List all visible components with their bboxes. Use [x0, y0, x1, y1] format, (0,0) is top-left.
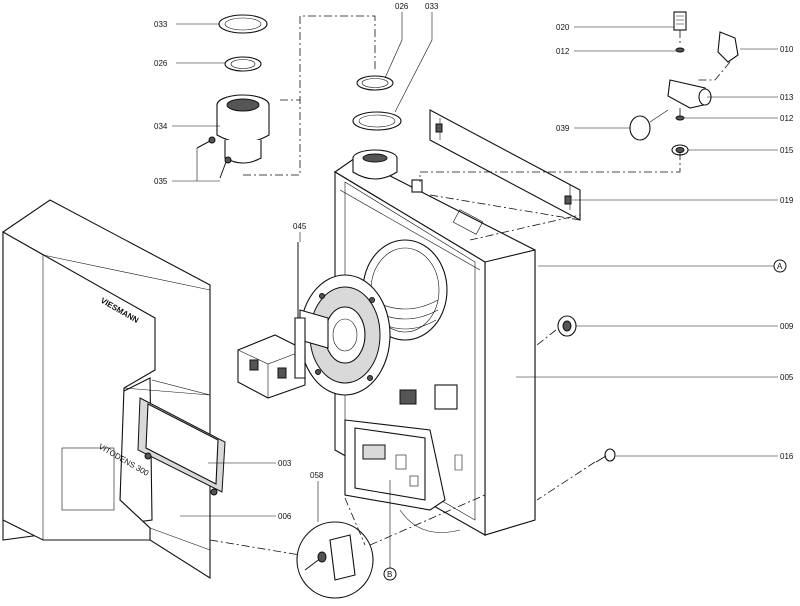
leader-lines — [172, 12, 778, 568]
flue-adapter — [196, 14, 270, 179]
label-026-centre: 026 — [395, 2, 409, 11]
label-010: 010 — [780, 45, 794, 54]
label-012-top: 012 — [556, 47, 570, 56]
label-013: 013 — [780, 93, 794, 102]
small-fittings — [557, 315, 616, 463]
part-labels: 033 026 034 035 026 033 020 012 010 013 … — [154, 2, 794, 579]
label-006: 006 — [278, 512, 292, 521]
label-026-left: 026 — [154, 59, 168, 68]
label-033-centre: 033 — [425, 2, 439, 11]
label-003: 003 — [278, 459, 292, 468]
label-034: 034 — [154, 122, 168, 131]
label-009: 009 — [780, 322, 794, 331]
label-045: 045 — [293, 222, 307, 231]
label-039: 039 — [556, 124, 570, 133]
inset-058 — [296, 521, 374, 599]
label-A: A — [777, 262, 783, 271]
gas-valve — [237, 242, 306, 399]
label-019: 019 — [780, 196, 794, 205]
boiler-housing — [333, 149, 536, 536]
assembly-paths — [209, 15, 731, 556]
label-005: 005 — [780, 373, 794, 382]
label-058: 058 — [310, 471, 324, 480]
label-B: B — [387, 570, 392, 579]
back-plate — [429, 109, 581, 221]
display-panel — [137, 397, 226, 496]
label-015: 015 — [780, 146, 794, 155]
front-cover: VIESMANN VITODENS 300 — [2, 199, 211, 579]
burner-assembly — [299, 274, 391, 396]
safety-valve-group — [629, 11, 739, 156]
flue-seals — [352, 75, 402, 131]
label-012-bottom: 012 — [780, 114, 794, 123]
label-033-left: 033 — [154, 20, 168, 29]
label-020: 020 — [556, 23, 570, 32]
label-035: 035 — [154, 177, 168, 186]
label-016: 016 — [780, 452, 794, 461]
